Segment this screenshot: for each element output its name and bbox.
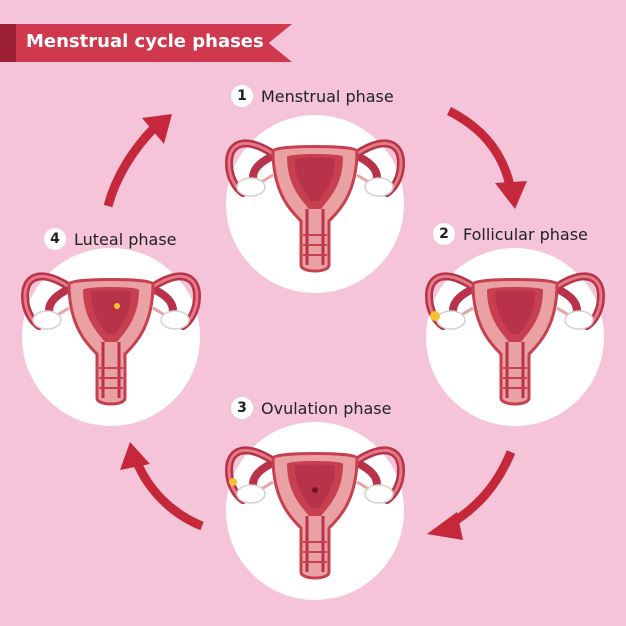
title-banner bbox=[0, 24, 292, 62]
phase-4-number: 4 bbox=[44, 228, 66, 250]
curved-arrow-icon bbox=[103, 114, 172, 208]
phase-1-title: Menstrual phase bbox=[261, 86, 394, 106]
uterus-icon bbox=[226, 422, 404, 600]
phase-1-number: 1 bbox=[231, 85, 253, 107]
page-title: Menstrual cycle phases bbox=[26, 31, 264, 52]
uterus-icon bbox=[226, 115, 404, 293]
phase-4-label: 4 Luteal phase bbox=[44, 228, 177, 250]
uterus-icon bbox=[22, 248, 200, 426]
phase-2-title: Follicular phase bbox=[463, 224, 588, 244]
phase-3-title: Ovulation phase bbox=[261, 398, 392, 418]
phase-1-label: 1 Menstrual phase bbox=[231, 85, 394, 107]
uterus-icon bbox=[426, 248, 604, 426]
phase-4-title: Luteal phase bbox=[74, 229, 177, 249]
phase-3-number: 3 bbox=[231, 397, 253, 419]
phase-3-label: 3 Ovulation phase bbox=[231, 397, 391, 419]
curved-arrow-icon bbox=[427, 450, 516, 540]
phase-2-number: 2 bbox=[433, 223, 455, 245]
phase-2-label: 2 Follicular phase bbox=[433, 223, 588, 245]
curved-arrow-icon bbox=[446, 106, 527, 209]
curved-arrow-icon bbox=[120, 442, 204, 531]
title-banner-accent bbox=[0, 24, 16, 62]
